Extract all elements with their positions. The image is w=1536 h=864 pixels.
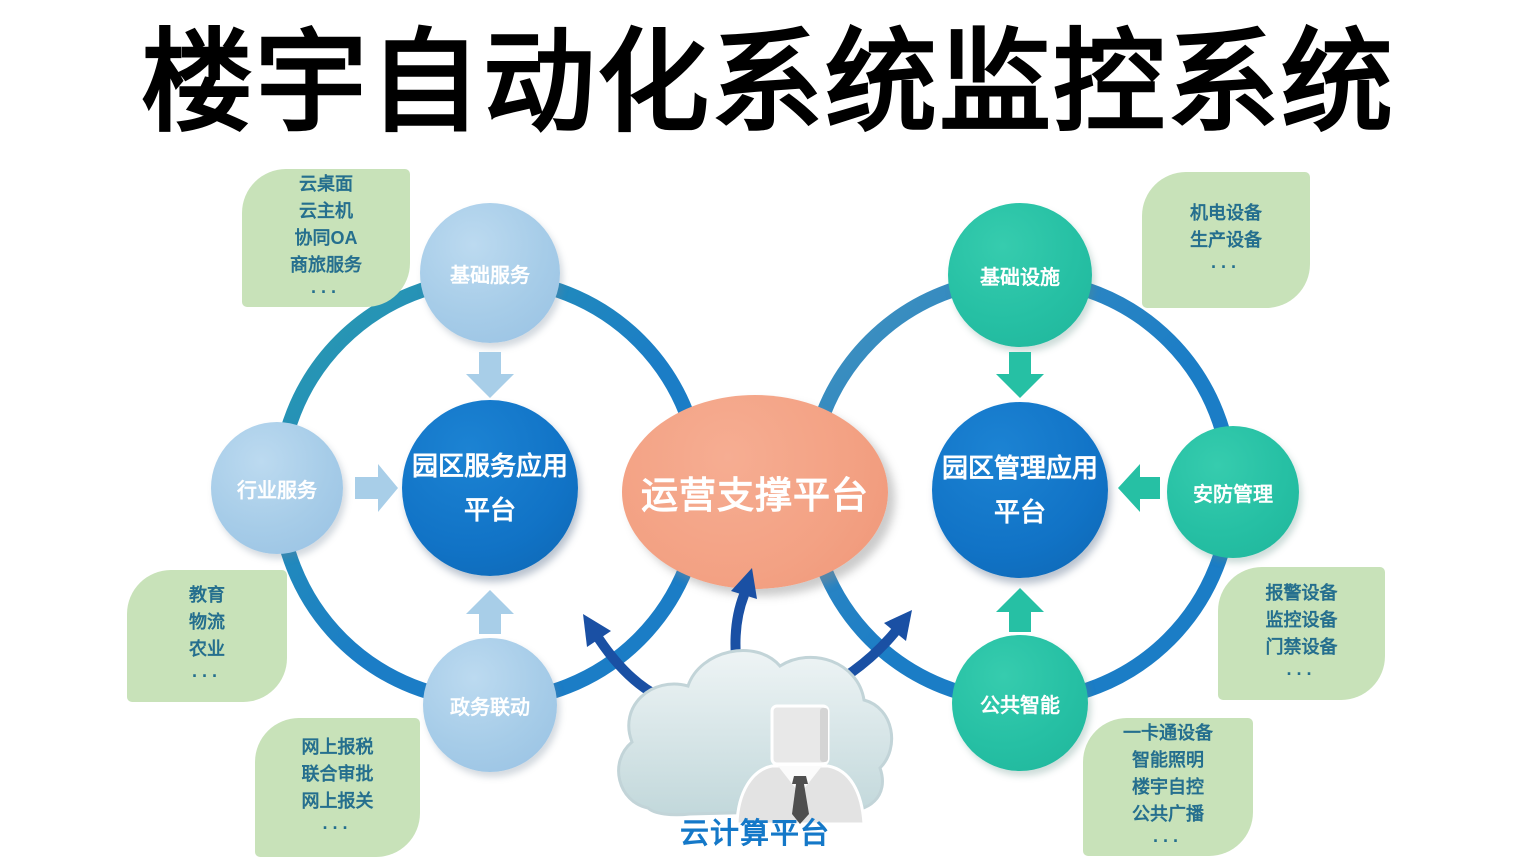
hub-label-line1: 园区服务应用 bbox=[411, 451, 568, 481]
callout-bottom-right: 一卡通设备 智能照明 楼宇自控 公共广播 ··· bbox=[1083, 718, 1253, 856]
callout-line: 一卡通设备 bbox=[1123, 722, 1213, 743]
hub-operation-support-platform: 运营支撑平台 bbox=[622, 395, 888, 589]
person-collar bbox=[778, 766, 822, 794]
node-label: 安防管理 bbox=[1193, 483, 1273, 506]
callout-line: 生产设备 bbox=[1190, 229, 1262, 250]
curved-arrow-left bbox=[594, 634, 695, 711]
page-title: 楼宇自动化系统监控系统 bbox=[141, 17, 1395, 148]
node-industry-services: 行业服务 bbox=[211, 422, 343, 554]
callout-line: 网上报税 bbox=[301, 736, 374, 757]
callout-line: 智能照明 bbox=[1132, 749, 1204, 770]
callout-line: 公共广播 bbox=[1132, 803, 1204, 824]
arrow-down-icon bbox=[466, 352, 514, 398]
callout-top-left: 云桌面 云主机 协同OA 商旅服务 ··· bbox=[242, 169, 410, 307]
arrow-right-icon bbox=[355, 464, 398, 512]
node-infrastructure: 基础设施 bbox=[948, 203, 1092, 347]
hub-park-management-platform: 园区管理应用 平台 bbox=[932, 402, 1108, 578]
curved-arrow-right-head bbox=[884, 610, 912, 641]
callout-bottom-left: 网上报税 联合审批 网上报关 ··· bbox=[255, 718, 420, 857]
node-basic-services: 基础服务 bbox=[420, 203, 560, 343]
hub-label: 运营支撑平台 bbox=[641, 475, 869, 516]
node-public-intelligence: 公共智能 bbox=[952, 635, 1088, 771]
arrow-left-icon bbox=[1118, 464, 1160, 512]
callout-line: 协同OA bbox=[294, 227, 358, 248]
person-tie-knot bbox=[792, 776, 808, 784]
person-head-shade bbox=[820, 708, 828, 762]
arrow-up-icon bbox=[466, 590, 514, 634]
callout-top-right: 机电设备 生产设备 ··· bbox=[1142, 172, 1310, 308]
arrow-down-icon bbox=[996, 352, 1044, 398]
hub-label-line2: 平台 bbox=[463, 495, 516, 525]
node-label: 基础设施 bbox=[980, 266, 1060, 289]
node-label: 基础服务 bbox=[450, 264, 530, 287]
hub-park-service-platform: 园区服务应用 平台 bbox=[402, 400, 578, 576]
node-label: 公共智能 bbox=[980, 694, 1060, 717]
person-head bbox=[770, 704, 830, 766]
callout-line: 机电设备 bbox=[1190, 202, 1262, 223]
node-government-linkage: 政务联动 bbox=[423, 638, 557, 772]
cloud-icon bbox=[617, 649, 894, 817]
callout-line: 物流 bbox=[189, 612, 225, 632]
person-icon bbox=[735, 704, 866, 826]
callout-ellipsis: ··· bbox=[192, 666, 222, 686]
callout-line: 农业 bbox=[189, 639, 225, 659]
callout-line: 商旅服务 bbox=[290, 254, 362, 275]
callout-line: 联合审批 bbox=[301, 763, 374, 784]
hub-label-line1: 园区管理应用 bbox=[941, 453, 1098, 483]
cloud-platform-label: 云计算平台 bbox=[679, 818, 830, 850]
curved-arrow-left-head bbox=[583, 614, 611, 647]
callout-line: 云主机 bbox=[299, 200, 353, 221]
arrow-up-icon bbox=[996, 588, 1044, 632]
callout-line: 报警设备 bbox=[1265, 582, 1338, 603]
node-security-management: 安防管理 bbox=[1167, 426, 1299, 558]
curved-arrow-right bbox=[803, 627, 900, 703]
callout-ellipsis: ··· bbox=[1153, 830, 1183, 851]
node-label: 政务联动 bbox=[450, 696, 530, 719]
callout-line: 楼宇自控 bbox=[1132, 776, 1204, 797]
node-label: 行业服务 bbox=[237, 479, 317, 502]
callout-ellipsis: ··· bbox=[322, 817, 353, 838]
callout-line: 监控设备 bbox=[1265, 609, 1338, 630]
callout-mid-right: 报警设备 监控设备 门禁设备 ··· bbox=[1218, 567, 1385, 700]
callout-line: 网上报关 bbox=[301, 790, 374, 811]
callout-line: 教育 bbox=[189, 585, 225, 605]
callout-mid-left: 教育 物流 农业 ··· bbox=[127, 570, 287, 702]
callout-ellipsis: ··· bbox=[1286, 663, 1317, 684]
hub-label-line2: 平台 bbox=[993, 497, 1046, 527]
callout-line: 门禁设备 bbox=[1265, 636, 1338, 657]
callout-line: 云桌面 bbox=[299, 173, 353, 194]
callout-ellipsis: ··· bbox=[311, 281, 341, 302]
curved-arrow-middle bbox=[730, 590, 749, 699]
callout-ellipsis: ··· bbox=[1211, 256, 1241, 277]
